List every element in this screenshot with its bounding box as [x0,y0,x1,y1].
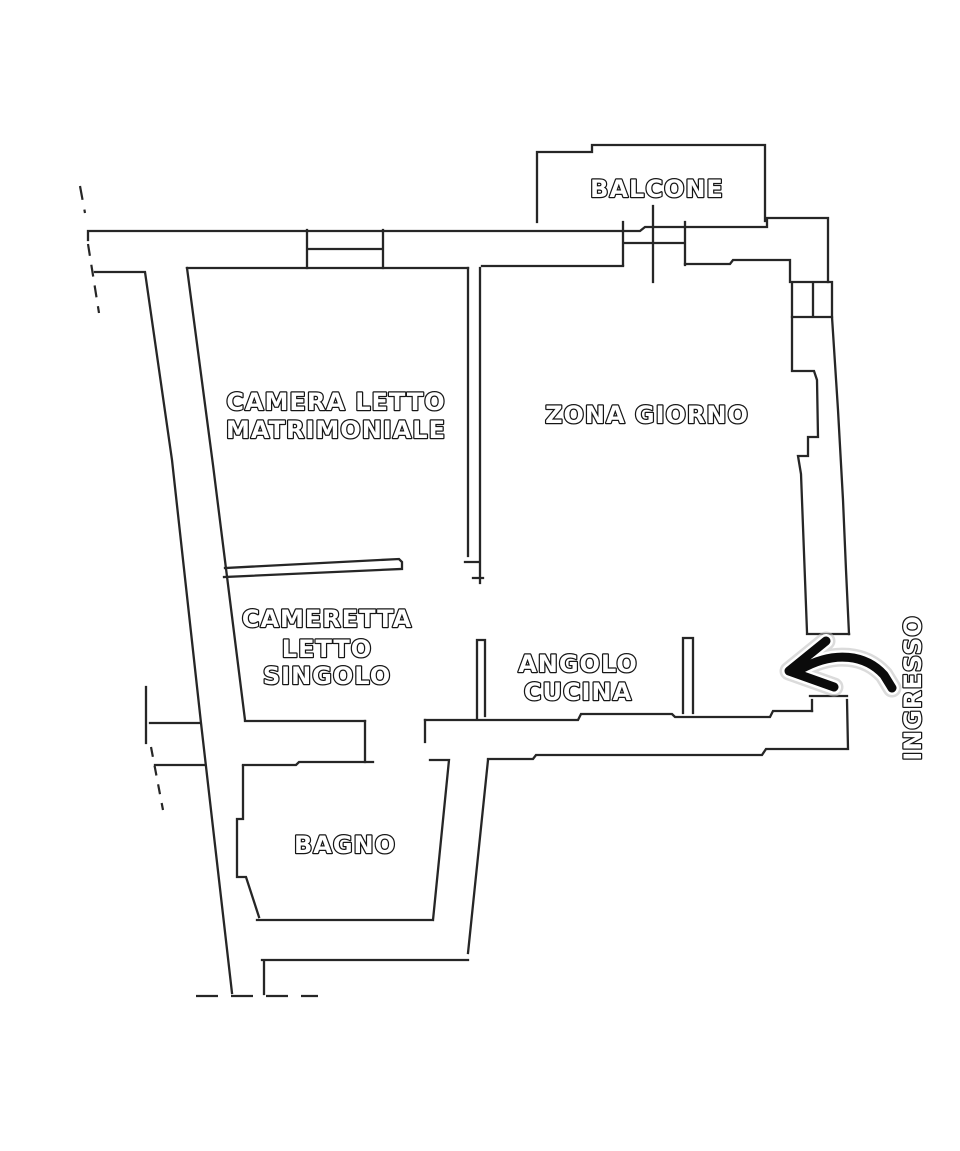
wall-top-inner-right [480,258,792,284]
wall-band-lower [241,747,848,767]
wall-partition-camera-zona [463,266,485,585]
wall-left-stub [144,685,206,767]
label-cameretta-line2: LETTO [282,635,372,663]
label-camera-letto-line1: CAMERA LETTO [226,388,445,416]
room-labels-group: BALCONE CAMERA LETTO MATRIMONIALE ZONA G… [225,174,928,861]
dashed-boundary-group [78,185,318,998]
label-ingresso: INGRESSO [899,615,927,760]
wall-left-outer [93,270,234,995]
wall-cucina-left-stub [475,638,487,721]
wall-balcone [535,143,767,224]
wall-band-upper [243,709,814,723]
label-cameretta-line1: CAMERETTA [242,605,412,633]
wall-right-inner [830,315,851,636]
label-camera-letto-line2: MATRIMONIALE [226,416,446,444]
wall-cameretta-top [222,557,404,579]
entrance-arrow-icon [779,631,902,698]
wall-band-caps [363,718,427,764]
wall-left-inner [185,266,247,722]
window-right-icon [790,280,834,319]
dashed-top-left-1 [78,185,87,214]
wall-bagno [235,758,451,922]
label-angolo-cucina-line2: CUCINA [524,678,632,706]
wall-top-outer [86,216,830,284]
label-zona-giorno: ZONA GIORNO [545,401,749,429]
entrance-arrow-body [784,636,897,693]
wall-cucina-right-stub [681,636,695,715]
label-balcone: BALCONE [590,175,724,203]
window-top-icon [305,228,385,270]
balcony-door-icon [621,204,687,284]
label-bagno: BAGNO [294,831,396,859]
label-angolo-cucina-line1: ANGOLO [518,650,638,678]
label-cameretta-line3: SINGOLO [263,662,391,690]
dashed-left-mid [149,746,165,811]
dashed-top-left-2 [86,243,101,314]
wall-lower-strip [260,758,490,996]
walls-group [86,143,851,996]
